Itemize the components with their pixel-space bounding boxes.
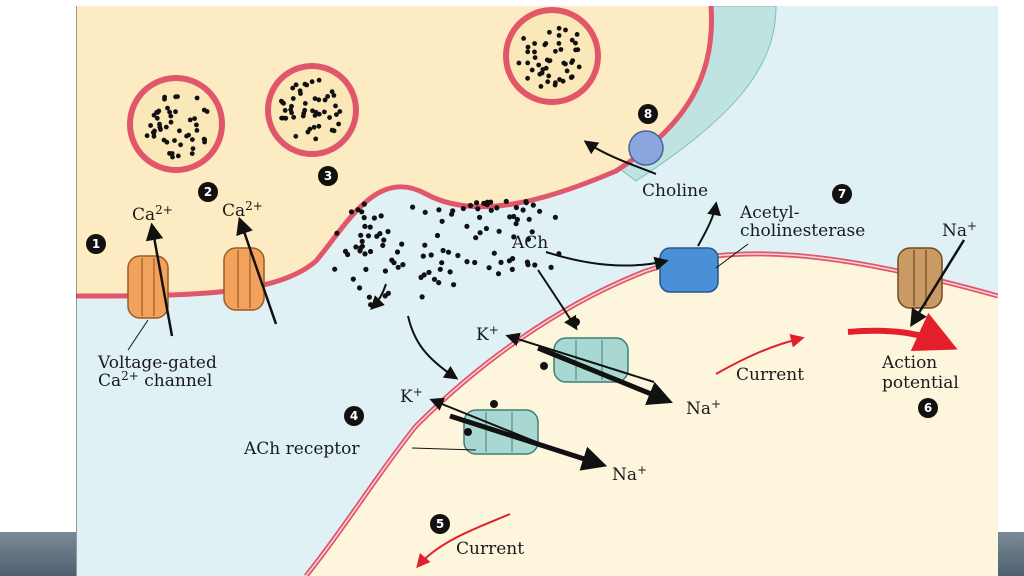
synaptic-vesicle (503, 7, 601, 105)
label-k-upper: K+ (476, 323, 499, 345)
label-na-lower: Na+ (612, 463, 647, 485)
step-badge-6: 6 (918, 398, 938, 418)
svg-text:7: 7 (838, 187, 846, 201)
step-badge-7: 7 (832, 184, 852, 204)
label-ca-left: Ca2+ (132, 203, 173, 225)
label-action: Action (881, 353, 937, 373)
current-arrow-bottom (416, 513, 511, 569)
released-ach (332, 198, 562, 308)
label-ca-channel: Ca2+ channel (98, 369, 212, 391)
synaptic-vesicle (265, 63, 359, 157)
label-current-right: Current (736, 365, 804, 385)
ach-receptor-upper (540, 318, 629, 383)
action-potential-arrow (847, 312, 958, 351)
label-cholinesterase: cholinesterase (740, 221, 865, 241)
slide-decor-bar-left (0, 532, 76, 576)
label-acetyl: Acetyl- (739, 203, 799, 223)
acetylcholinesterase-enzyme (659, 247, 719, 293)
label-voltage-gated: Voltage-gated (97, 353, 217, 373)
step-badge-2: 2 (198, 182, 218, 202)
label-current-bottom: Current (456, 539, 524, 559)
na-channel (897, 247, 943, 309)
ca-channel-right (223, 247, 265, 311)
current-arrow-right (715, 333, 805, 375)
label-na-upper: Na+ (686, 397, 721, 419)
label-k-lower: K+ (400, 385, 423, 407)
step-badge-8: 8 (638, 104, 658, 124)
synaptic-vesicle (127, 75, 225, 173)
step-badge-3: 3 (318, 166, 338, 186)
step-badge-5: 5 (430, 514, 450, 534)
step-badge-4: 4 (344, 406, 364, 426)
label-ca-right: Ca2+ (222, 199, 263, 221)
label-ach: ACh (511, 233, 548, 253)
postsynaptic-cell (306, 253, 998, 576)
svg-text:6: 6 (924, 401, 932, 415)
svg-text:1: 1 (92, 237, 100, 251)
step-badge-1: 1 (86, 234, 106, 254)
label-choline: Choline (642, 181, 708, 201)
slide-decor-bar-right (998, 532, 1024, 576)
synapse-diagram: 1 2 3 4 5 6 7 8 Ca2+ Ca2+ Voltage-gated … (76, 6, 998, 576)
svg-text:2: 2 (204, 185, 212, 199)
svg-text:4: 4 (350, 409, 358, 423)
label-potential: potential (882, 373, 959, 393)
label-na-top: Na+ (942, 219, 977, 241)
svg-text:3: 3 (324, 169, 332, 183)
svg-text:5: 5 (436, 517, 444, 531)
label-ach-receptor: ACh receptor (243, 439, 360, 459)
svg-text:8: 8 (644, 107, 652, 121)
ca-channel-left (127, 255, 169, 319)
choline-transporter (628, 130, 664, 166)
